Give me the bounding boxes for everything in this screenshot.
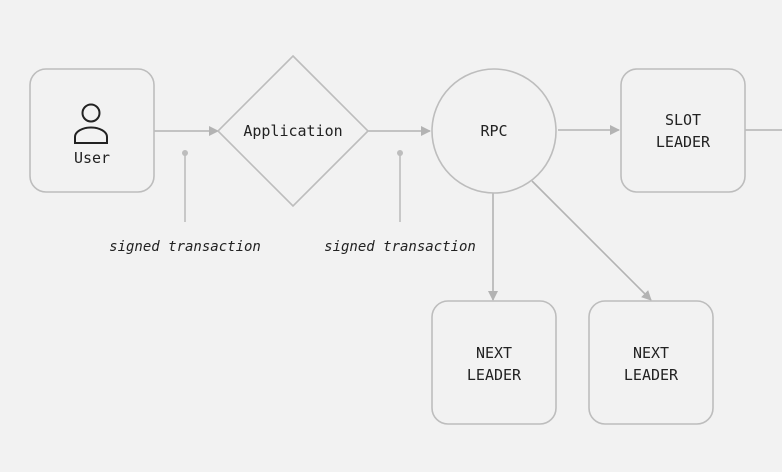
rpc-node[interactable]: RPC bbox=[431, 68, 557, 194]
slot-leader-node-box bbox=[620, 68, 746, 193]
next-leader-2-label-line-2: LEADER bbox=[624, 366, 679, 384]
application-node-label: Application bbox=[243, 122, 342, 140]
rpc-node-label: RPC bbox=[480, 122, 507, 140]
edges bbox=[154, 125, 782, 301]
user-node-box bbox=[29, 68, 155, 193]
rpc-node-circle bbox=[431, 68, 557, 194]
next-leader-1-label-line-2: LEADER bbox=[467, 366, 522, 384]
slot-leader-label-line-2: LEADER bbox=[656, 133, 711, 151]
next-leader-2-label-line-1: NEXT bbox=[633, 344, 669, 362]
next-leader-node-2-box bbox=[588, 300, 714, 425]
application-node[interactable]: Application bbox=[216, 54, 370, 208]
application-node-diamond bbox=[216, 54, 370, 208]
slot-leader-node[interactable]: SLOT LEADER bbox=[620, 68, 746, 193]
slot-leader-label-line-1: SLOT bbox=[665, 111, 701, 129]
user-icon bbox=[74, 103, 108, 144]
next-leader-1-label-line-1: NEXT bbox=[476, 344, 512, 362]
annotation-pin-dot-1 bbox=[182, 150, 188, 156]
annotation-pin-dot-2 bbox=[397, 150, 403, 156]
user-node-label: User bbox=[74, 149, 110, 167]
next-leader-node-2[interactable]: NEXT LEADER bbox=[588, 300, 714, 425]
user-node[interactable]: User bbox=[29, 68, 155, 193]
edge-label-user-to-application: signed transaction bbox=[109, 239, 261, 255]
next-leader-node-1-box bbox=[431, 300, 557, 425]
edge-label-application-to-rpc: signed transaction bbox=[324, 239, 476, 255]
annotation-pins bbox=[182, 150, 403, 222]
edge-rpc-to-next-leader-2 bbox=[531, 180, 652, 301]
next-leader-node-1[interactable]: NEXT LEADER bbox=[431, 300, 557, 425]
